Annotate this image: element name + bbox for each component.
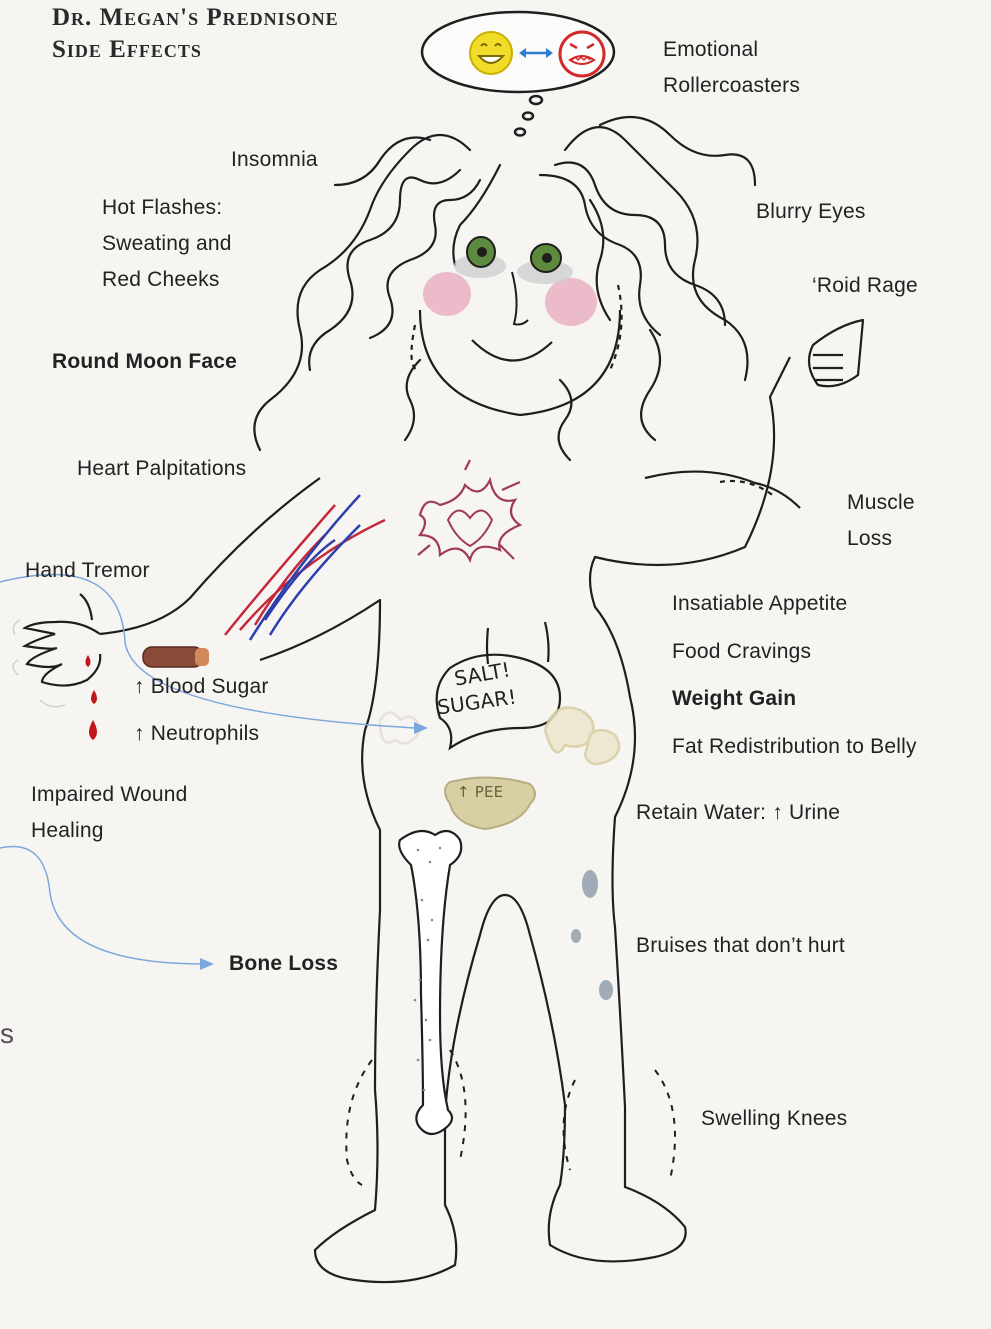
curly-hair [254,117,755,460]
label-line: Muscle [847,485,915,521]
arrowheads [200,722,428,970]
title-line-2: Side Effects [52,34,339,66]
angry-face-icon [560,32,604,76]
label-line: Hot Flashes: [102,190,232,226]
callout-arrows [0,575,415,965]
label-heart-palpitations: Heart Palpitations [77,451,246,487]
smile [472,340,552,361]
left-cheek [423,272,471,316]
blood-drop-icons [86,655,98,740]
label-round-moon-face: Round Moon Face [52,344,237,380]
pee-text: ↑ PEE [457,783,503,801]
label-hand-tremor: Hand Tremor [25,553,150,589]
label-fat-redistribution: Fat Redistribution to Belly [672,729,917,765]
label-bone-loss: Bone Loss [229,946,338,982]
tremor-marks [13,620,65,707]
label-blood-sugar: ↑ Blood Sugar [134,669,269,705]
blood-sugar-meter-icon [143,647,209,667]
label-impaired-wound-healing: Impaired Wound Healing [31,777,188,849]
veins [225,495,385,640]
right-cheek [545,278,597,326]
left-hand [25,594,100,686]
page-title: Dr. Megan's Prednisone Side Effects [52,2,339,66]
label-line: Impaired Wound [31,777,188,813]
label-muscle-loss: Muscle Loss [847,485,915,557]
label-food-cravings: Food Cravings [672,634,811,670]
label-emotional-rollercoasters: Emotional Rollercoasters [663,32,800,104]
label-blurry-eyes: Blurry Eyes [756,194,866,230]
edge-text-fragment: s [0,1016,14,1052]
label-insomnia: Insomnia [231,142,318,178]
label-bruises: Bruises that don’t hurt [636,928,845,964]
femur-bone [399,831,461,1134]
happy-face-icon [470,32,512,74]
bruises [571,870,613,1000]
label-weight-gain: Weight Gain [672,681,796,717]
intestines [380,708,619,765]
label-line: Loss [847,521,915,557]
title-line-1: Dr. Megan's Prednisone [52,2,339,34]
label-neutrophils: ↑ Neutrophils [134,716,259,752]
label-insatiable-appetite: Insatiable Appetite [672,586,847,622]
label-line: Healing [31,813,188,849]
label-hot-flashes: Hot Flashes: Sweating and Red Cheeks [102,190,232,298]
label-swelling-knees: Swelling Knees [701,1101,847,1137]
label-line: Rollercoasters [663,68,800,104]
label-retain-water: Retain Water: ↑ Urine [636,795,840,831]
label-line: Emotional [663,32,800,68]
heart-icon [418,460,520,560]
label-line: Sweating and [102,226,232,262]
label-line: Red Cheeks [102,262,232,298]
label-roid-rage: ‘Roid Rage [812,268,918,304]
